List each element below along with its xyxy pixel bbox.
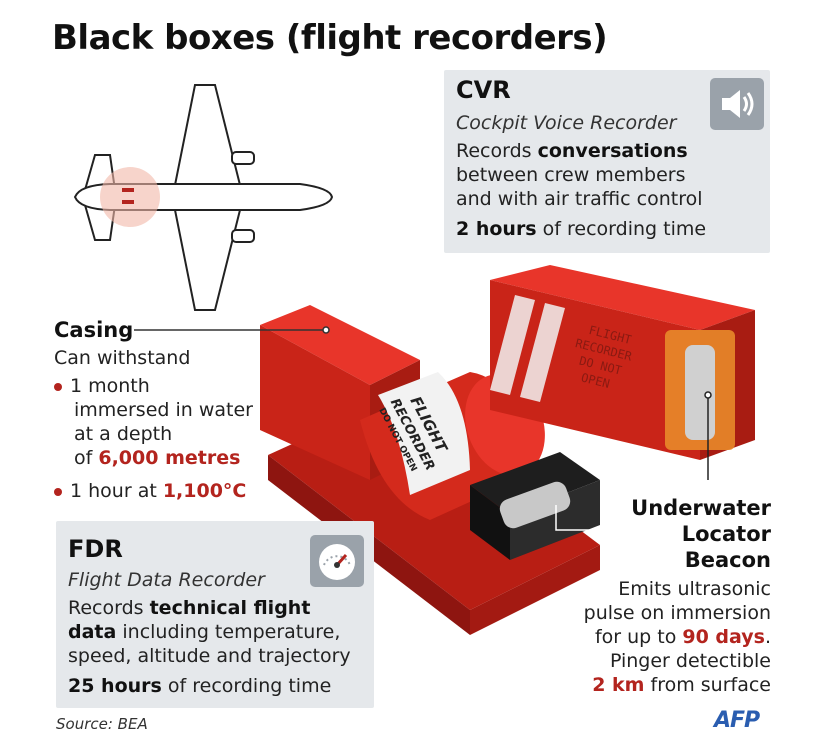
box-label-line4: OPEN — [580, 371, 611, 392]
fdr-panel: FDR Flight Data Recorder Records technic… — [56, 521, 374, 708]
casing-item-1-line-4: of 6,000 metres — [74, 447, 241, 469]
casing-item-1-line-1: 1 month — [54, 375, 150, 397]
gauge-icon — [310, 535, 364, 587]
afp-logo: AFP — [714, 708, 760, 733]
cvr-subtitle: Cockpit Voice Recorder — [456, 112, 677, 134]
fdr-title: FDR — [68, 535, 123, 563]
speaker-icon — [710, 78, 764, 130]
casing-item-2: 1 hour at 1,100°C — [54, 480, 246, 502]
beacon-line-2: pulse on immersion — [583, 602, 771, 624]
cvr-title: CVR — [456, 76, 511, 104]
beacon-line-1: Emits ultrasonic — [618, 578, 771, 600]
cvr-line-2: between crew members — [456, 164, 686, 186]
bullet-icon — [54, 382, 62, 391]
fdr-line-4: 25 hours of recording time — [68, 675, 332, 697]
box-stencil: FLIGHT RECORDER DO NOT OPEN — [574, 323, 634, 392]
casing-item-1-line-3: at a depth — [74, 423, 173, 445]
beacon-line-5: 2 km from surface — [592, 674, 771, 696]
casing-intro: Can withstand — [54, 347, 191, 369]
cvr-device — [490, 265, 755, 460]
cvr-line-4: 2 hours of recording time — [456, 218, 707, 240]
beacon-label-line-1: Underwater — [631, 496, 771, 520]
beacon-line-3: for up to 90 days. — [594, 626, 771, 648]
page-title: Black boxes (flight recorders) — [52, 18, 608, 58]
casing-label: Casing — [54, 318, 134, 342]
casing-item-1-line-2: immersed in water — [74, 399, 253, 421]
cvr-line-1: Records conversations — [456, 140, 688, 162]
fdr-line-3: speed, altitude and trajectory — [68, 645, 351, 667]
cvr-line-3: and with air traffic control — [456, 188, 703, 210]
beacon-line-4: Pinger detectible — [609, 650, 771, 672]
cvr-panel: CVR Cockpit Voice Recorder Records conve… — [444, 70, 770, 253]
airplane-illustration — [73, 84, 334, 311]
fdr-line-1: Records technical flight — [68, 597, 311, 619]
beacon-label-line-2: Locator — [681, 522, 771, 546]
fdr-device — [260, 305, 600, 635]
fdr-subtitle: Flight Data Recorder — [68, 569, 265, 591]
recorder-location-highlight — [100, 167, 160, 227]
bullet-icon — [54, 487, 62, 496]
leader-lines — [134, 326, 712, 531]
beacon-label-line-3: Beacon — [684, 548, 771, 572]
source-credit: Source: BEA — [56, 715, 148, 733]
fdr-line-2: data including temperature, — [68, 621, 341, 643]
